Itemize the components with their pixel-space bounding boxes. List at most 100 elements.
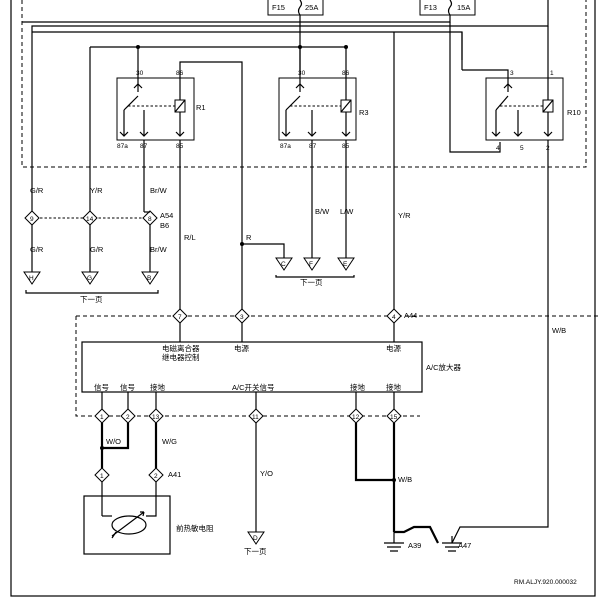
relay-r10-pin-4: 4 xyxy=(496,145,500,152)
relay-r3-pin-30: 30 xyxy=(298,70,306,77)
ground-a47: A47 xyxy=(442,536,471,552)
fuse-f13-symbol xyxy=(447,0,453,16)
svg-text:3: 3 xyxy=(240,314,244,321)
relay-r3-name: R3 xyxy=(359,108,369,117)
relay-r3-pin-86: 86 xyxy=(342,70,350,77)
svg-text:15: 15 xyxy=(390,414,398,421)
amplifier-box xyxy=(81,341,423,393)
wire-label-brw-lower: Br/W xyxy=(150,245,168,254)
relay-r1-name: R1 xyxy=(196,103,206,112)
svg-text:G: G xyxy=(87,275,92,282)
offpage-h: H xyxy=(23,271,41,285)
amp-power-1: 电源 xyxy=(234,343,249,353)
svg-text:F: F xyxy=(309,261,313,268)
offpage-f: F xyxy=(303,257,321,271)
relay-r10-pin-5: 5 xyxy=(520,145,524,152)
amp-signal-1: 信号 xyxy=(94,382,109,392)
wire-label-yo: Y/O xyxy=(260,469,273,478)
pin-12: 12 xyxy=(348,408,364,424)
fuse-f13-name: F13 xyxy=(424,3,437,12)
offpage-c: C xyxy=(275,257,293,271)
svg-text:C: C xyxy=(281,261,286,268)
connector-a47: A47 xyxy=(458,541,471,550)
svg-text:1: 1 xyxy=(100,414,104,421)
fuse-f15-name: F15 xyxy=(272,3,285,12)
relay-r10-pin-1: 1 xyxy=(550,70,554,77)
pin-3: 3 xyxy=(234,308,250,324)
relay-r3: 30 86 R3 87a 87 85 xyxy=(278,70,369,150)
fuse-f13-rating: 15A xyxy=(457,3,470,12)
svg-text:4: 4 xyxy=(392,314,396,321)
pin-14: 14 xyxy=(82,210,98,226)
svg-text:1: 1 xyxy=(100,473,104,480)
relay-r3-pin-87: 87 xyxy=(309,143,317,150)
pin-2-amp: 2 xyxy=(120,408,136,424)
wire-label-gr-lower-1: G/R xyxy=(30,245,44,254)
connector-a39: A39 xyxy=(408,541,421,550)
connector-a44: A44 xyxy=(404,311,417,320)
relay-r3-pin-87a: 87a xyxy=(280,143,291,150)
wire-label-lw: L/W xyxy=(340,207,354,216)
pin-8: 8 xyxy=(142,210,158,226)
relay-r10: 3 1 R10 4 5 2 xyxy=(462,26,581,152)
wire-label-yr-right: Y/R xyxy=(398,211,411,220)
svg-text:11: 11 xyxy=(252,414,259,421)
pin-4: 4 xyxy=(386,308,402,324)
svg-text:H: H xyxy=(29,275,34,282)
wire-label-wb-right: W/B xyxy=(552,326,566,335)
relay-r1: 30 86 R1 87a 87 85 xyxy=(116,70,206,150)
next-page-label-2: 下一页 xyxy=(300,278,323,287)
amplifier-name: A/C放大器 xyxy=(426,362,462,372)
svg-text:14: 14 xyxy=(86,216,94,223)
wire-label-rl: R/L xyxy=(184,233,196,242)
pin-9: 9 xyxy=(24,210,40,226)
relay-r10-name: R10 xyxy=(567,108,581,117)
pin-1-amp: 1 xyxy=(94,408,110,424)
relay-r10-pin-3: 3 xyxy=(510,70,514,77)
connector-b6: B6 xyxy=(160,221,169,230)
wire-label-yr-upper: Y/R xyxy=(90,186,103,195)
doc-code: RM.ALJY.920.000032 xyxy=(514,579,577,586)
relay-r1-pin-87a: 87a xyxy=(117,143,128,150)
pin-2-thermistor: 2 xyxy=(148,467,164,483)
ground-a39: A39 xyxy=(384,532,421,552)
page-border xyxy=(10,0,596,597)
fuse-f15: F15 25A xyxy=(267,0,324,16)
fuse-f13: F13 15A xyxy=(419,0,476,16)
offpage-e: E xyxy=(337,257,355,271)
amp-ground-3: 接地 xyxy=(386,382,401,392)
amp-power-2: 电源 xyxy=(386,343,401,353)
wire-label-wo: W/O xyxy=(106,437,121,446)
wire-label-wb-ground: W/B xyxy=(398,475,412,484)
pin-7: 7 xyxy=(172,308,188,324)
svg-text:B: B xyxy=(147,275,151,282)
amp-ground-1: 接地 xyxy=(150,382,165,392)
wire-label-wg: W/G xyxy=(162,437,177,446)
amp-ground-2: 接地 xyxy=(350,382,365,392)
pin-15: 15 xyxy=(386,408,402,424)
svg-text:13: 13 xyxy=(152,414,160,421)
connector-a54: A54 xyxy=(160,211,173,220)
fuse-f15-symbol xyxy=(297,0,303,16)
relay-r1-pin-30: 30 xyxy=(136,70,144,77)
relay-r1-pin-86: 86 xyxy=(176,70,184,77)
svg-text:2: 2 xyxy=(126,414,130,421)
relay-box-enclosure xyxy=(21,0,587,168)
wire-label-r: R xyxy=(246,233,252,242)
svg-text:12: 12 xyxy=(352,414,360,421)
amplifier-enclosure-bottom xyxy=(75,316,420,417)
pin-13: 13 xyxy=(148,408,164,424)
thermistor-label: 前热敏电阻 xyxy=(176,523,214,533)
wire-label-brw-upper: Br/W xyxy=(150,186,168,195)
offpage-d: D xyxy=(247,531,265,545)
amp-ac-switch-signal: A/C开关信号 xyxy=(232,382,275,392)
pin-1-thermistor: 1 xyxy=(94,467,110,483)
amp-clutch-control-1: 电磁离合器 xyxy=(162,343,200,353)
svg-text:7: 7 xyxy=(178,314,182,321)
offpage-g: G xyxy=(81,271,99,285)
offpage-b: B xyxy=(141,271,159,285)
svg-text:D: D xyxy=(253,535,258,542)
svg-text:9: 9 xyxy=(30,216,34,223)
